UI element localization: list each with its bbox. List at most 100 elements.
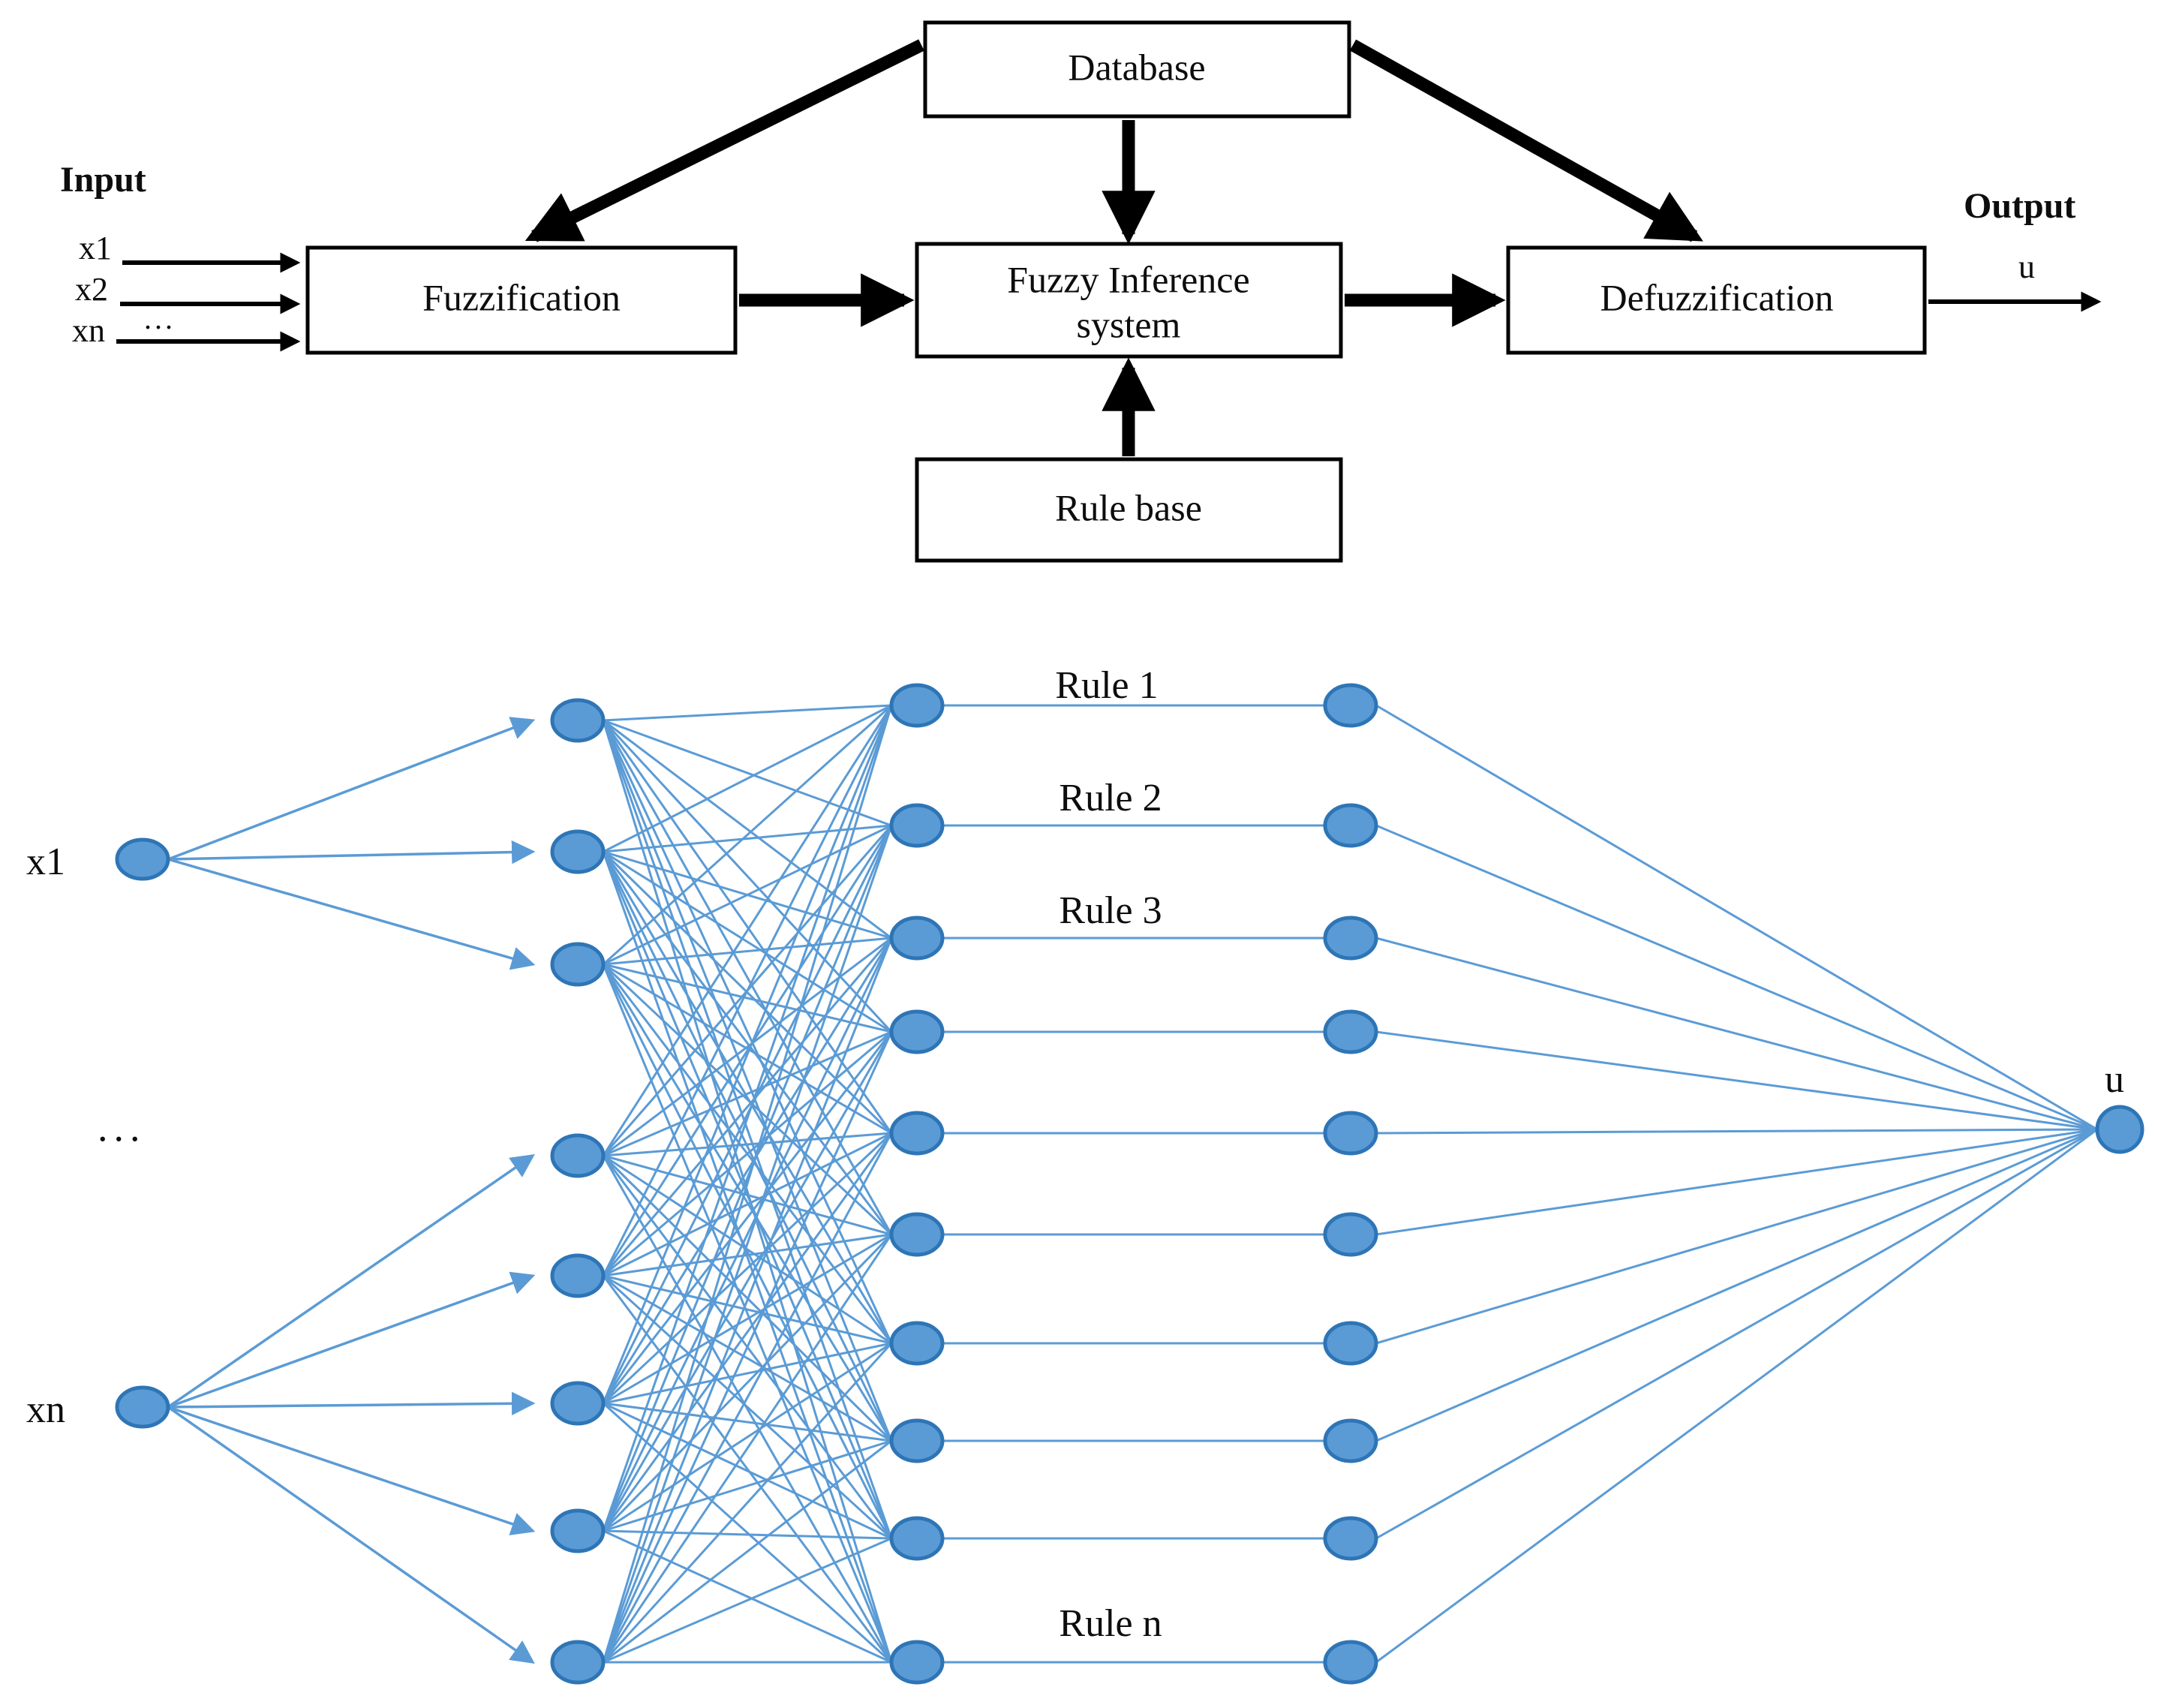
membership-node-2[interactable] xyxy=(550,829,606,874)
box-fuzzification[interactable]: Fuzzification xyxy=(305,245,738,355)
output-node[interactable] xyxy=(2095,1105,2144,1154)
input-signal-xn-label: xn xyxy=(72,312,105,349)
rule-node-1[interactable] xyxy=(889,683,945,728)
edge-mf8-rule8 xyxy=(603,1439,892,1664)
edge-mf4-rule1 xyxy=(602,705,893,1156)
rule-node-8[interactable] xyxy=(889,1418,945,1463)
rule-label-2: Rule 2 xyxy=(1059,777,1162,819)
membership-node-6[interactable] xyxy=(550,1381,606,1426)
edge-mf7-rule5 xyxy=(602,1132,893,1532)
edge-mf2-rule2 xyxy=(603,824,892,853)
normalization-node-4[interactable] xyxy=(1323,1009,1378,1054)
membership-node-4[interactable] xyxy=(550,1133,606,1178)
box-fuzzy-inference-system[interactable]: Fuzzy Inference system xyxy=(915,242,1343,359)
fis-box-label-line2: system xyxy=(1077,303,1181,345)
edge-input2-mf7 xyxy=(167,1406,536,1535)
edge-mf6-rule6 xyxy=(603,1233,892,1405)
normalization-node-1[interactable] xyxy=(1323,683,1378,728)
edge-mf2-rule4 xyxy=(603,850,892,1033)
edge-mf6-rule3 xyxy=(602,937,893,1404)
edge-norm3-output xyxy=(1375,937,2098,1131)
edge-mf2-rule8 xyxy=(602,851,893,1442)
edge-mf5-rule1 xyxy=(602,705,893,1276)
fis-box-label-line1: Fuzzy Inference xyxy=(1007,258,1249,300)
edge-input2-mf5 xyxy=(167,1271,536,1409)
rule-node-6[interactable] xyxy=(889,1212,945,1257)
rule-base-box-shape xyxy=(915,457,1343,563)
rule-node-5[interactable] xyxy=(889,1111,945,1156)
membership-node-5[interactable] xyxy=(550,1253,606,1298)
edge-mf8-rule6 xyxy=(602,1234,893,1663)
rule-node-9[interactable] xyxy=(889,1516,945,1561)
edge-norm1-output xyxy=(1375,704,2098,1131)
rule-label-1: Rule 1 xyxy=(1055,664,1158,707)
edge-mf5-rule8 xyxy=(603,1274,892,1442)
edge-mf1-rule7 xyxy=(602,720,893,1344)
box-database[interactable]: Database xyxy=(923,20,1351,119)
network-output-u-label: u xyxy=(2105,1058,2124,1101)
rule-node-2[interactable] xyxy=(889,803,945,848)
box-rule-base[interactable]: Rule base xyxy=(915,457,1343,563)
network-input-ellipsis: ... xyxy=(98,1105,146,1150)
rule-base-box-label: Rule base xyxy=(1055,486,1202,528)
network-rule-nodes xyxy=(889,683,945,1685)
box-defuzzification[interactable]: Defuzzification xyxy=(1506,245,1927,355)
edge-mf4-rule3 xyxy=(603,937,892,1157)
rule-node-10[interactable] xyxy=(889,1640,945,1685)
edge-mf6-rule4 xyxy=(602,1031,893,1404)
edge-mf6-rule5 xyxy=(602,1132,893,1405)
edge-mf1-rule1 xyxy=(603,704,892,722)
membership-node-7[interactable] xyxy=(550,1508,606,1553)
normalization-node-5[interactable] xyxy=(1323,1111,1378,1156)
input-node-1[interactable] xyxy=(115,837,170,881)
edge-mf6-rule2 xyxy=(602,825,893,1404)
edge-mf2-rule10 xyxy=(602,851,893,1663)
edge-mf4-rule4 xyxy=(603,1030,892,1157)
edge-mf8-rule4 xyxy=(602,1031,893,1663)
normalization-node-3[interactable] xyxy=(1323,916,1378,961)
edge-norm6-output xyxy=(1375,1128,2098,1236)
edge-mf5-rule4 xyxy=(603,1030,892,1277)
edge-input2-mf8 xyxy=(167,1406,535,1664)
normalization-node-2[interactable] xyxy=(1323,803,1378,848)
fuzzification-box-shape xyxy=(305,245,738,355)
input-heading: Input xyxy=(60,160,146,200)
edge-mf1-rule9 xyxy=(602,720,893,1539)
membership-node-1[interactable] xyxy=(550,698,606,743)
normalization-node-7[interactable] xyxy=(1323,1321,1378,1366)
edge-mf3-rule1 xyxy=(602,704,893,966)
edge-mf6-rule9 xyxy=(603,1402,892,1540)
edge-norm5-output xyxy=(1375,1128,2098,1135)
rule-node-4[interactable] xyxy=(889,1009,945,1054)
normalization-node-10[interactable] xyxy=(1323,1640,1378,1685)
edge-mf3-rule9 xyxy=(602,964,893,1539)
edge-mf8-rule9 xyxy=(603,1537,892,1664)
input-node-2[interactable] xyxy=(115,1385,170,1429)
edge-input1-mf2 xyxy=(167,840,536,865)
edge-mf3-rule8 xyxy=(602,964,893,1442)
edge-mf1-rule6 xyxy=(602,720,893,1235)
rule-node-7[interactable] xyxy=(889,1321,945,1366)
database-box-label: Database xyxy=(1068,46,1205,88)
membership-node-3[interactable] xyxy=(550,942,606,987)
edge-mf8-rule2 xyxy=(602,825,893,1663)
rule-label-3: Rule 3 xyxy=(1059,889,1162,932)
edge-mf1-rule8 xyxy=(602,720,893,1442)
edge-mf6-rule8 xyxy=(603,1402,892,1442)
membership-node-8[interactable] xyxy=(550,1640,606,1685)
rule-node-3[interactable] xyxy=(889,916,945,961)
normalization-node-6[interactable] xyxy=(1323,1212,1378,1257)
normalization-node-8[interactable] xyxy=(1323,1418,1378,1463)
edge-mf1-rule2 xyxy=(603,719,892,827)
output-heading: Output xyxy=(1964,186,2075,226)
edge-mf8-rule5 xyxy=(602,1132,893,1663)
defuzzification-box-label: Defuzzification xyxy=(1600,276,1834,318)
edge-mf2-rule1 xyxy=(603,704,892,853)
edge-mf7-rule10 xyxy=(603,1529,892,1664)
network-input-x1-label: x1 xyxy=(26,840,65,883)
edge-mf1-rule4 xyxy=(602,719,893,1033)
normalization-node-9[interactable] xyxy=(1323,1516,1378,1561)
edge-mf3-rule6 xyxy=(602,963,893,1236)
